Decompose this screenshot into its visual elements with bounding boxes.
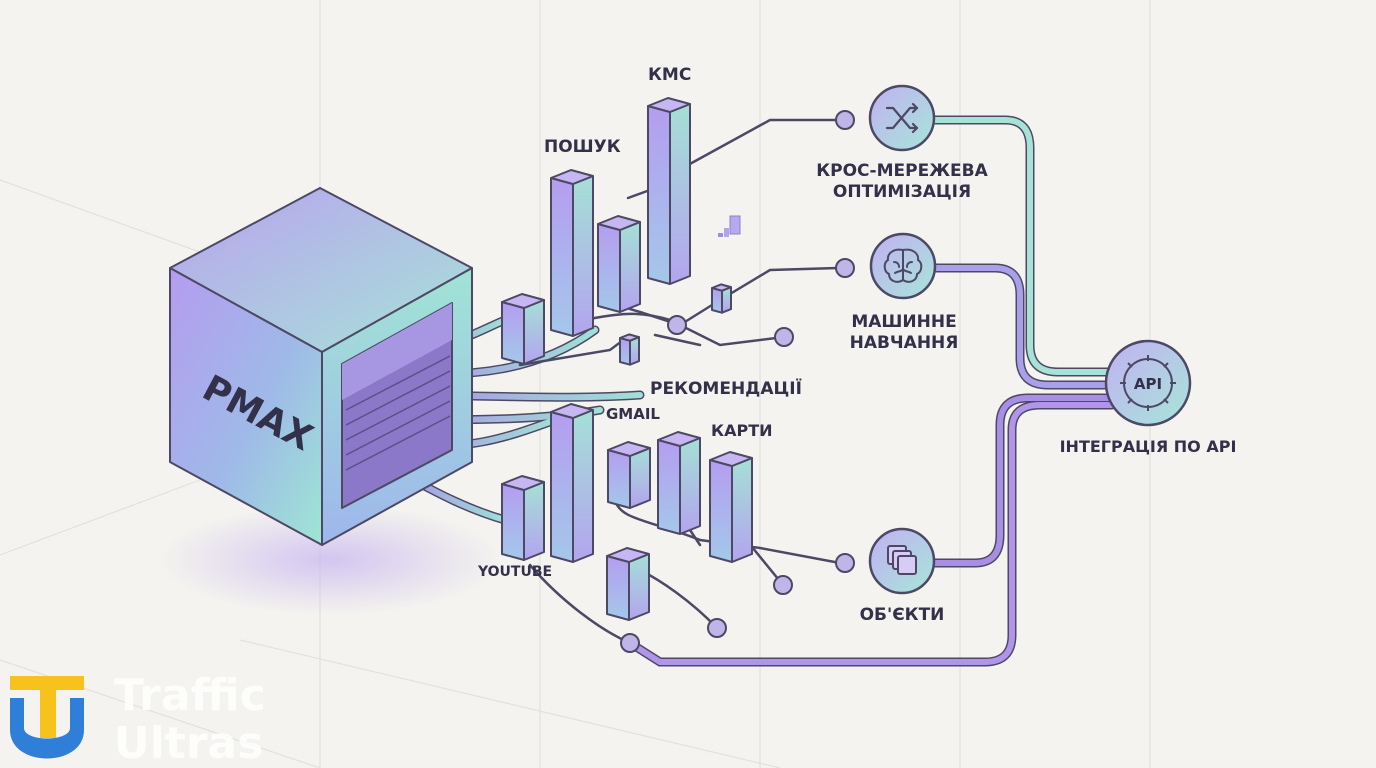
- api-badge: API: [1134, 375, 1162, 393]
- label-recommendations: РЕКОМЕНДАЦІЇ: [650, 377, 802, 399]
- brand-logo: Traffic Ultras: [10, 670, 266, 768]
- bar-bottom: [606, 547, 650, 621]
- bar-small-left: [501, 293, 545, 365]
- label-ml-2: НАВЧАННЯ: [850, 333, 959, 353]
- node-machine-learning: [869, 232, 937, 300]
- shuffle-icon: [885, 102, 919, 134]
- bar-search-tall: [550, 169, 594, 337]
- node-cross-network: [868, 84, 936, 152]
- cube-shadow: [160, 505, 500, 615]
- api-tubes: [625, 115, 1117, 667]
- label-ml-1: МАШИННЕ: [851, 312, 956, 332]
- bar-rec-tall: [550, 403, 594, 563]
- label-gmail: GMAIL: [606, 405, 660, 423]
- bar-tiny-b: [619, 333, 640, 366]
- channel-bars: [501, 97, 753, 621]
- bar-youtube: [501, 475, 545, 561]
- label-cross-network-1: КРОС-МЕРЕЖЕВА: [816, 161, 988, 181]
- labels: КМС ПОШУК КРОС-МЕРЕЖЕВА ОПТИМІЗАЦІЯ МАШИ…: [477, 65, 1236, 625]
- pmax-cube: [169, 187, 473, 546]
- label-objects: ОБ'ЄКТИ: [860, 605, 945, 625]
- label-cross-network-2: ОПТИМІЗАЦІЯ: [833, 182, 971, 202]
- brain-icon: [883, 248, 923, 283]
- label-api-integration: ІНТЕГРАЦІЯ ПО API: [1060, 437, 1237, 456]
- brand-name-line1: Traffic: [114, 670, 266, 721]
- endpoint-dots: [620, 110, 855, 653]
- label-maps: КАРТИ: [711, 421, 773, 440]
- node-api: [1104, 339, 1192, 427]
- bar-maps-a: [657, 431, 701, 535]
- label-youtube: YOUTUBE: [477, 564, 552, 580]
- node-objects: [868, 527, 936, 595]
- brand-mark-icon: [10, 676, 84, 759]
- label-kms: КМС: [648, 65, 691, 85]
- brand-name-line2: Ultras: [114, 718, 263, 768]
- bar-search-mid: [597, 215, 641, 313]
- bar-tiny-a: [711, 283, 732, 314]
- bar-kms: [647, 97, 691, 285]
- bar-maps-b: [709, 451, 753, 563]
- bar-gmail: [607, 441, 651, 509]
- layers-icon: [887, 545, 917, 575]
- gear-icon: [1120, 355, 1176, 411]
- mini-chart-icon: [718, 215, 741, 237]
- label-search: ПОШУК: [544, 137, 621, 157]
